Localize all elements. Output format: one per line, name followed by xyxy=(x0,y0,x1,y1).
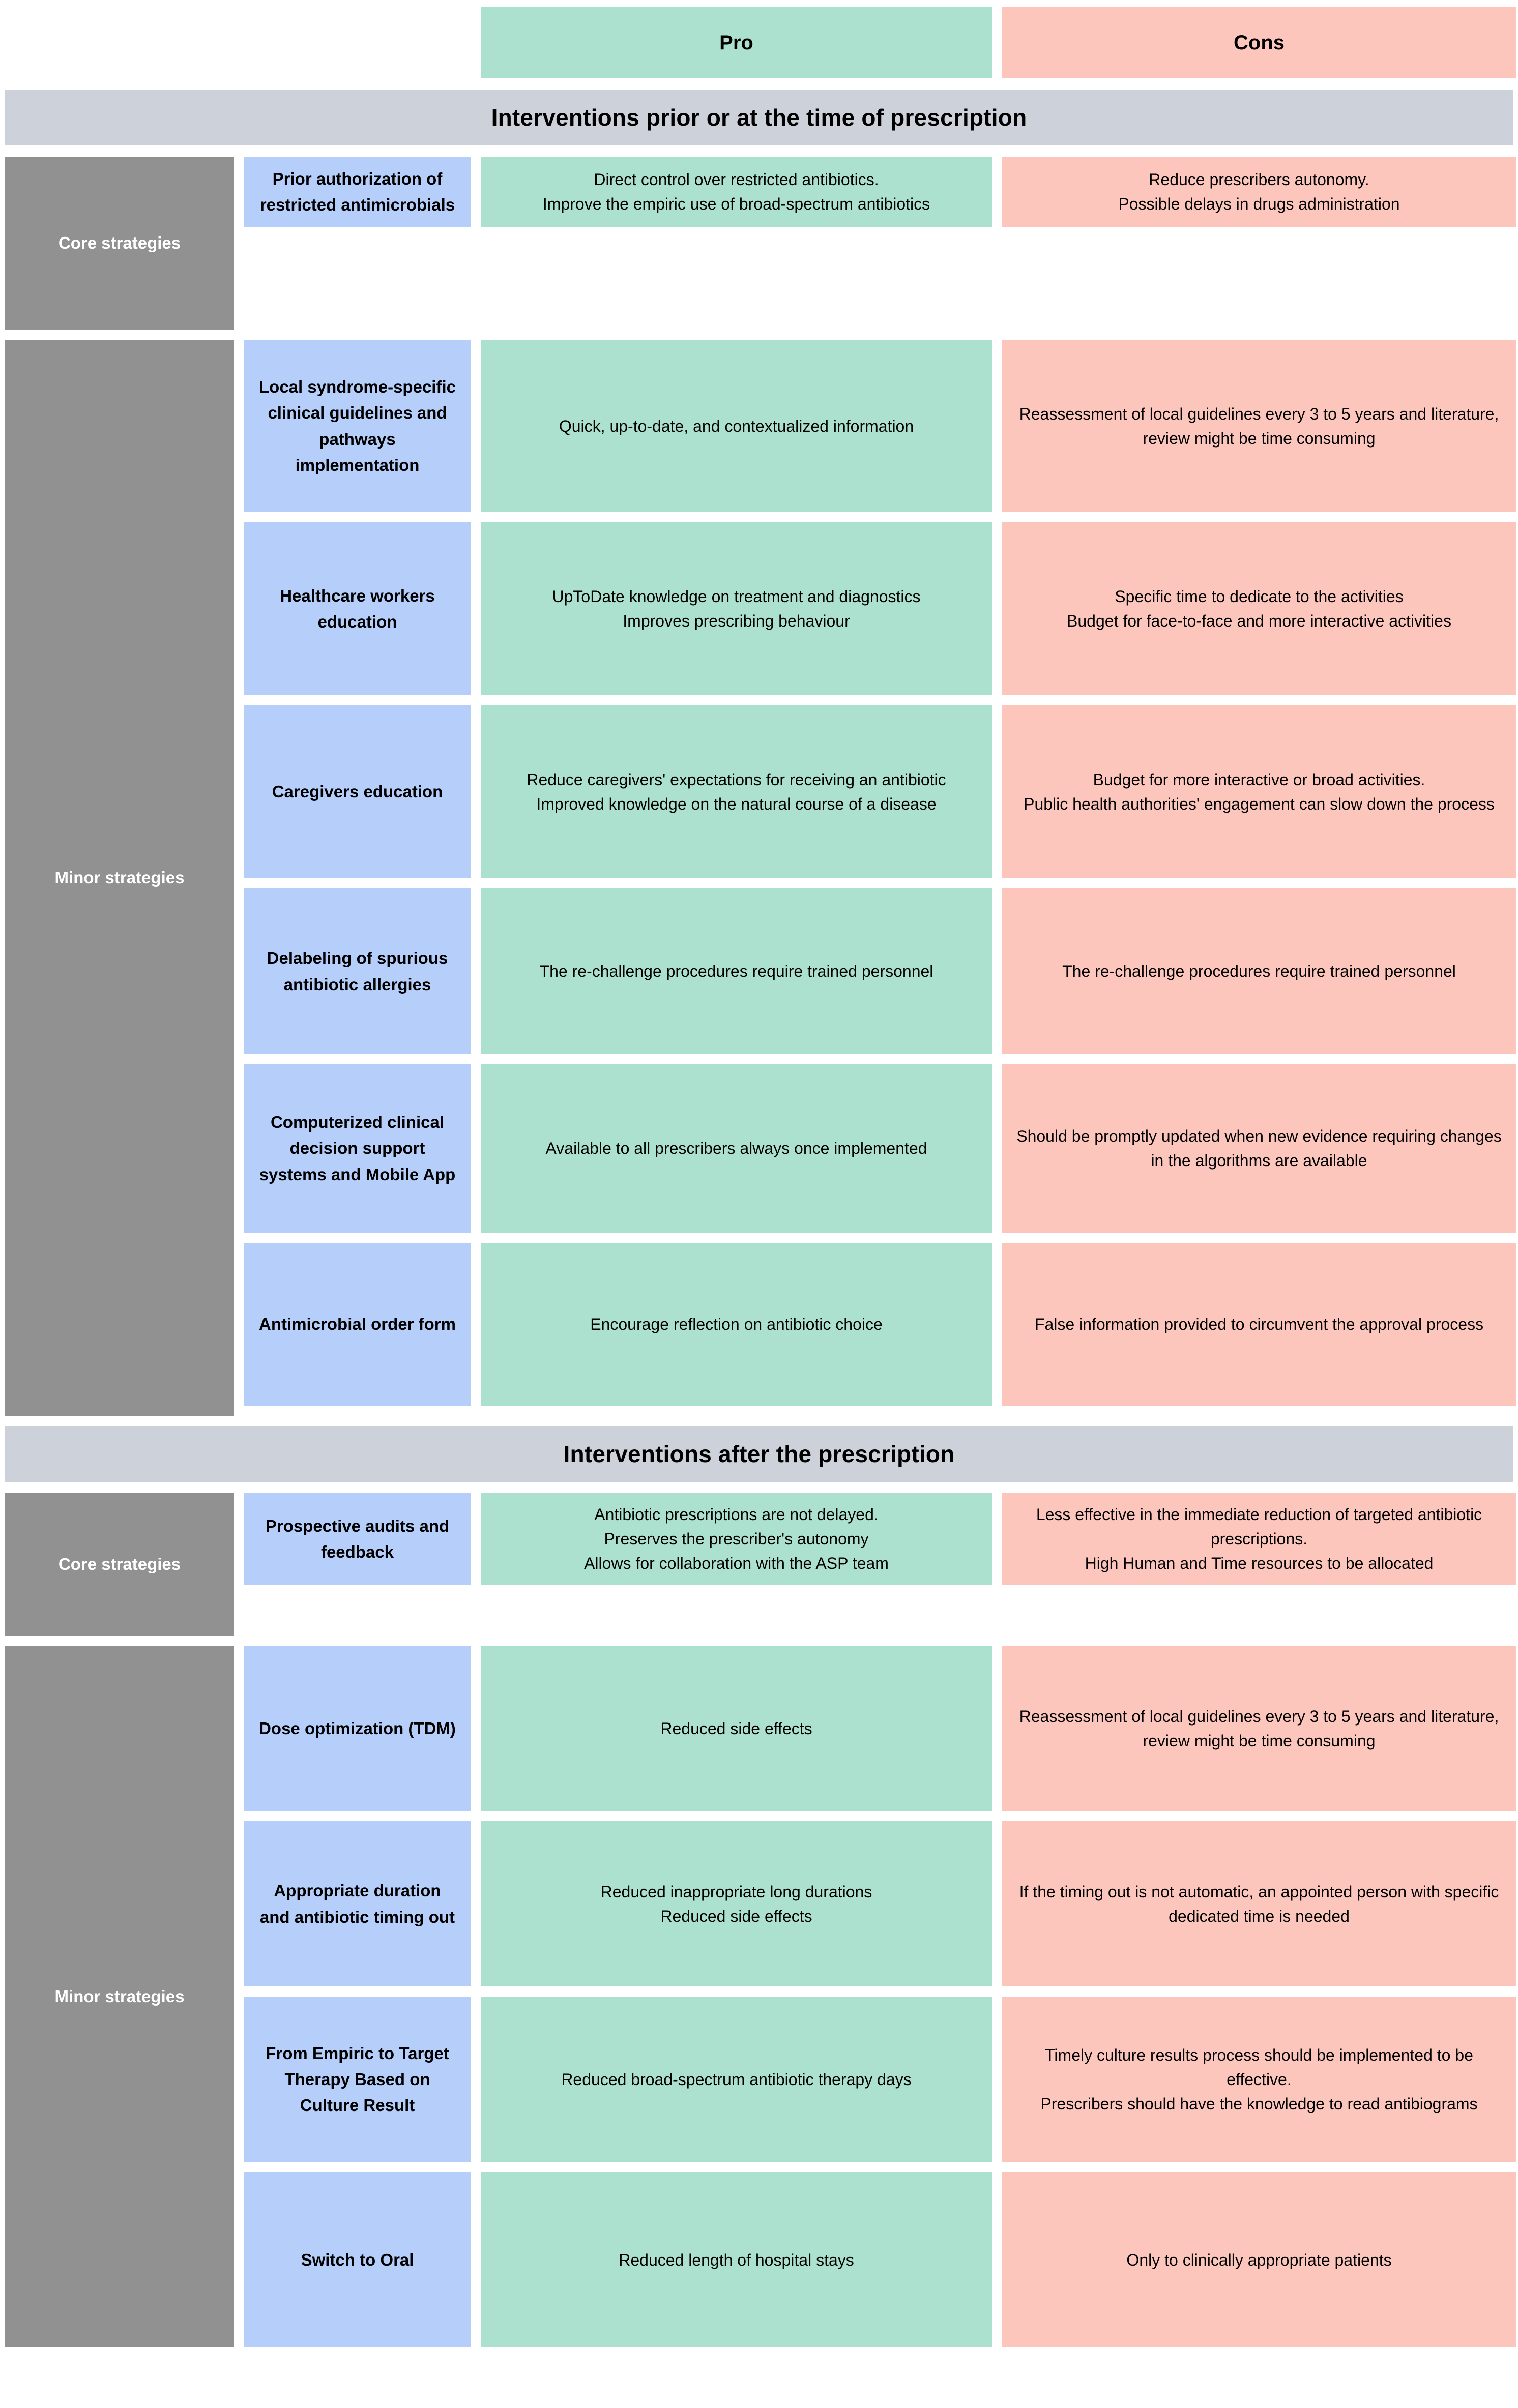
strategy-label: Prior authorization of restricted antimi… xyxy=(244,157,471,227)
strategy-label: Dose optimization (TDM) xyxy=(244,1646,471,1811)
strategy-label: Delabeling of spurious antibiotic allerg… xyxy=(244,888,471,1054)
cons-text: Should be promptly updated when new evid… xyxy=(1002,1064,1516,1233)
pro-text: Reduced length of hospital stays xyxy=(481,2172,992,2347)
column-header-cons: Cons xyxy=(1002,7,1516,78)
category-label-minor-strategies: Minor strategies xyxy=(5,340,234,1416)
pro-text: The re-challenge procedures require trai… xyxy=(481,888,992,1054)
category-label-core-strategies: Core strategies xyxy=(5,157,234,330)
strategy-label: Computerized clinical decision support s… xyxy=(244,1064,471,1233)
strategy-label: Caregivers education xyxy=(244,705,471,878)
table-row: Appropriate duration and antibiotic timi… xyxy=(244,1821,1516,1986)
pro-text: Quick, up-to-date, and contextualized in… xyxy=(481,340,992,512)
pro-text: Antibiotic prescriptions are not delayed… xyxy=(481,1493,992,1585)
pro-text: Reduced inappropriate long durations Red… xyxy=(481,1821,992,1986)
group-core-strategies-1: Core strategies Prior authorization of r… xyxy=(5,157,1516,330)
table-row: Switch to Oral Reduced length of hospita… xyxy=(244,2172,1516,2347)
column-header-pro: Pro xyxy=(481,7,992,78)
pro-text: Reduce caregivers' expectations for rece… xyxy=(481,705,992,878)
strategy-label: Antimicrobial order form xyxy=(244,1243,471,1406)
group-rows: Prior authorization of restricted antimi… xyxy=(244,157,1516,330)
pro-text: Available to all prescribers always once… xyxy=(481,1064,992,1233)
cons-text: The re-challenge procedures require trai… xyxy=(1002,888,1516,1054)
section-header-prior-prescription: Interventions prior or at the time of pr… xyxy=(5,90,1513,145)
table-row: Caregivers education Reduce caregivers' … xyxy=(244,705,1516,878)
cons-text: Reduce prescribers autonomy. Possible de… xyxy=(1002,157,1516,227)
table-row: Local syndrome-specific clinical guideli… xyxy=(244,340,1516,512)
category-label-minor-strategies: Minor strategies xyxy=(5,1646,234,2347)
group-minor-strategies-2: Minor strategies Dose optimization (TDM)… xyxy=(5,1646,1516,2347)
category-label-core-strategies: Core strategies xyxy=(5,1493,234,1636)
strategy-label: From Empiric to Target Therapy Based on … xyxy=(244,1997,471,2162)
table-row: From Empiric to Target Therapy Based on … xyxy=(244,1997,1516,2162)
cons-text: If the timing out is not automatic, an a… xyxy=(1002,1821,1516,1986)
pro-text: Encourage reflection on antibiotic choic… xyxy=(481,1243,992,1406)
table-column-headers: Pro Cons xyxy=(5,0,1516,78)
cons-text: Budget for more interactive or broad act… xyxy=(1002,705,1516,878)
cons-text: Specific time to dedicate to the activit… xyxy=(1002,522,1516,695)
pro-text: Direct control over restricted antibioti… xyxy=(481,157,992,227)
strategy-label: Local syndrome-specific clinical guideli… xyxy=(244,340,471,512)
cons-text: Timely culture results process should be… xyxy=(1002,1997,1516,2162)
pro-text: Reduced side effects xyxy=(481,1646,992,1811)
table-row: Computerized clinical decision support s… xyxy=(244,1064,1516,1233)
strategy-label: Prospective audits and feedback xyxy=(244,1493,471,1585)
cons-text: Only to clinically appropriate patients xyxy=(1002,2172,1516,2347)
group-rows: Prospective audits and feedback Antibiot… xyxy=(244,1493,1516,1636)
pro-text: Reduced broad-spectrum antibiotic therap… xyxy=(481,1997,992,2162)
table-row: Dose optimization (TDM) Reduced side eff… xyxy=(244,1646,1516,1811)
table-row: Prior authorization of restricted antimi… xyxy=(244,157,1516,227)
pro-text: UpToDate knowledge on treatment and diag… xyxy=(481,522,992,695)
group-rows: Local syndrome-specific clinical guideli… xyxy=(244,340,1516,1416)
cons-text: False information provided to circumvent… xyxy=(1002,1243,1516,1406)
header-spacer xyxy=(5,7,481,78)
table-row: Antimicrobial order form Encourage refle… xyxy=(244,1243,1516,1406)
table-row: Prospective audits and feedback Antibiot… xyxy=(244,1493,1516,1585)
group-rows: Dose optimization (TDM) Reduced side eff… xyxy=(244,1646,1516,2347)
strategy-label: Appropriate duration and antibiotic timi… xyxy=(244,1821,471,1986)
cons-text: Less effective in the immediate reductio… xyxy=(1002,1493,1516,1585)
strategy-label: Switch to Oral xyxy=(244,2172,471,2347)
cons-text: Reassessment of local guidelines every 3… xyxy=(1002,1646,1516,1811)
strategy-label: Healthcare workers education xyxy=(244,522,471,695)
table-row: Healthcare workers education UpToDate kn… xyxy=(244,522,1516,695)
table-row: Delabeling of spurious antibiotic allerg… xyxy=(244,888,1516,1054)
section-header-after-prescription: Interventions after the prescription xyxy=(5,1426,1513,1482)
group-core-strategies-2: Core strategies Prospective audits and f… xyxy=(5,1493,1516,1636)
group-minor-strategies-1: Minor strategies Local syndrome-specific… xyxy=(5,340,1516,1416)
cons-text: Reassessment of local guidelines every 3… xyxy=(1002,340,1516,512)
